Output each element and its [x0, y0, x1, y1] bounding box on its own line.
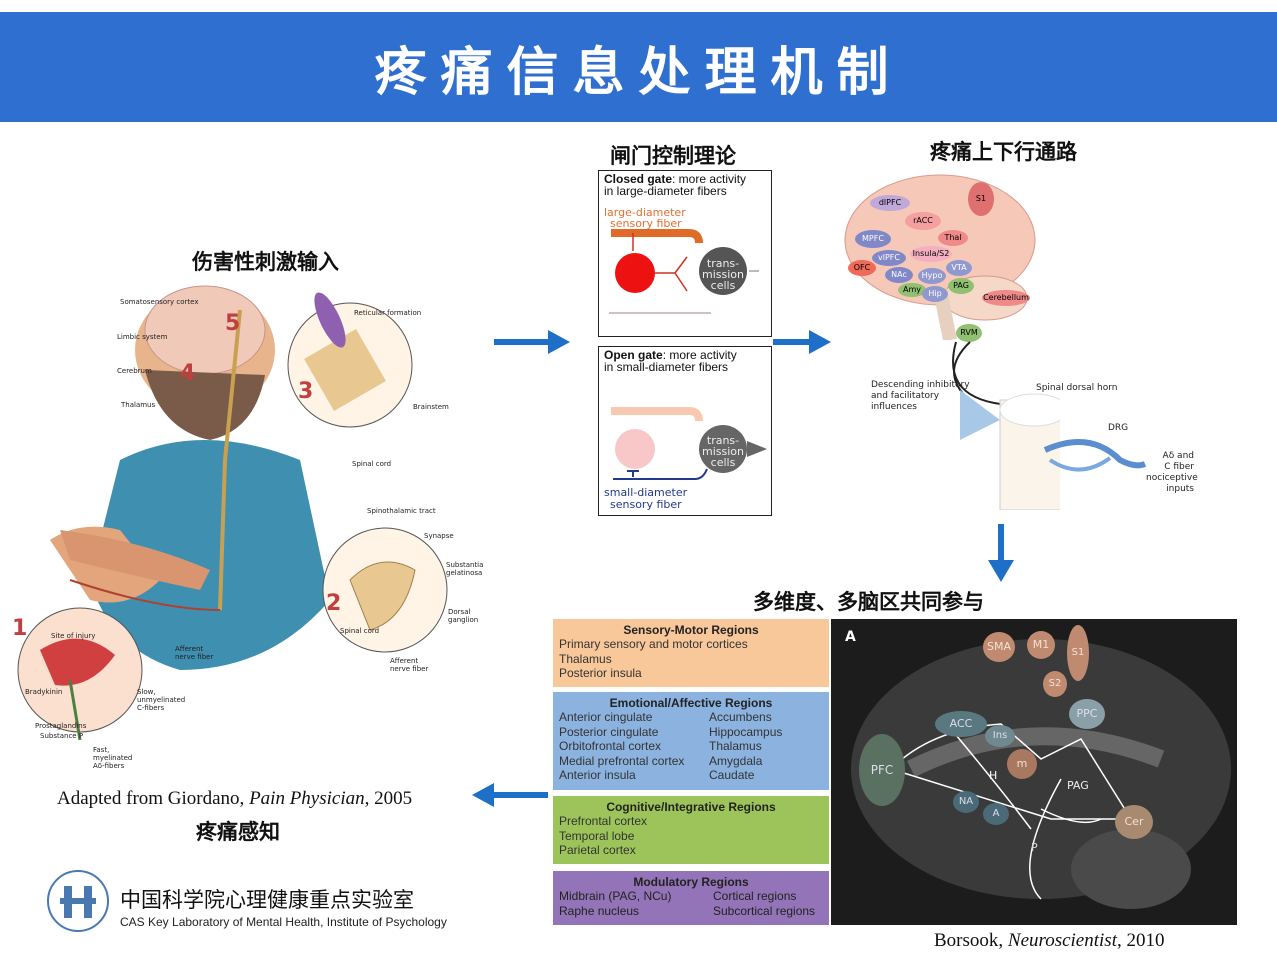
cognitive-box: Cognitive/Integrative Regions Prefrontal…: [553, 796, 829, 864]
label-bradykinin: Bradykinin: [25, 688, 63, 696]
region-dlpfc: dlPFC: [870, 195, 910, 211]
afferent-pathway: [69, 579, 221, 611]
node-s2: S2: [1043, 671, 1067, 697]
label-somatosensory: Somatosensory cortex: [120, 298, 199, 306]
region-s1: S1: [968, 182, 994, 216]
forearm-shape: [60, 530, 210, 590]
node-pfc: PFC: [859, 734, 905, 806]
beard-shape: [145, 370, 265, 440]
label-synapse: Synapse: [424, 532, 454, 540]
lab-name-en: CAS Key Laboratory of Mental Health, Ins…: [120, 915, 447, 929]
step-5-marker: 5: [225, 311, 240, 336]
node-acc: ACC: [935, 711, 987, 737]
node-cer: Cer: [1115, 805, 1153, 839]
transmission-cells-open: [699, 425, 747, 473]
label-slow-fibers: Slow, unmyelinated C-fibers: [137, 688, 186, 712]
region-rvm: RVM: [956, 324, 982, 342]
region-amy: Amy: [898, 283, 926, 297]
region-insula: Insula/S2: [910, 246, 952, 262]
node-na: NA: [953, 791, 979, 813]
step-3-marker: 3: [298, 379, 313, 404]
borsook-citation: Borsook, Neuroscientist, 2010: [934, 930, 1165, 951]
drg-fiber: [1043, 439, 1147, 472]
step-4-marker: 4: [180, 361, 195, 386]
spinal-pathway: [218, 309, 242, 611]
lab-logo: [47, 870, 109, 932]
label-spinothalamic: Spinothalamic tract: [367, 507, 436, 515]
mri-panel-letter: A: [845, 629, 856, 645]
node-pag: PAG: [1067, 779, 1089, 792]
gate-cell-open: [615, 429, 655, 469]
arrow-to-pathway: [773, 330, 831, 354]
open-gate-box: Open gate: more activity in small-diamet…: [598, 346, 772, 516]
node-m: m: [1007, 749, 1037, 779]
region-nac: NAc: [885, 267, 913, 283]
label-site-of-injury: Site of injury: [51, 632, 96, 640]
region-ofc: OFC: [848, 260, 876, 276]
title-banner: [0, 12, 1277, 122]
region-vta: VTA: [946, 260, 972, 276]
label-thalamus: Thalamus: [121, 401, 156, 409]
arrow-to-perception: [472, 783, 548, 807]
mri-panel: A SMA M1 S1 S2 PPC ACC Ins m PFC H PAG N…: [831, 619, 1237, 925]
node-a: A: [983, 803, 1009, 825]
label-substantia: Substantia gelatinosa: [446, 561, 484, 577]
drg-label: DRG: [1108, 423, 1129, 433]
label-brainstem: Brainstem: [413, 403, 449, 411]
closed-gate-box: Closed gate: more activity in large-diam…: [598, 170, 772, 337]
region-vlpfc: vlPFC: [872, 250, 906, 266]
label-spinal-cord-2: Spinal cord: [340, 627, 380, 635]
nociception-illustration: 5 4 3 2 1: [12, 285, 448, 741]
region-pag: PAG: [948, 278, 974, 294]
arrow-down-to-multi: [988, 524, 1014, 582]
region-hypo: Hypo: [918, 268, 946, 284]
page-title: 疼痛信息处理机制: [374, 43, 903, 103]
node-p: P: [1031, 841, 1038, 854]
transmission-cells-closed: [699, 247, 747, 295]
arrow-to-gate: [494, 330, 570, 354]
gate-cell-closed: [615, 253, 655, 293]
pain-perception-caption: 疼痛感知: [196, 820, 280, 844]
node-s1: S1: [1067, 625, 1089, 681]
dorsal-horn-label: Spinal dorsal horn: [1036, 383, 1118, 393]
label-limbic: Limbic system: [117, 333, 168, 341]
node-ppc: PPC: [1069, 699, 1105, 729]
node-ins: Ins: [985, 725, 1015, 747]
shirt-shape: [90, 440, 330, 670]
sensory-motor-box: Sensory-Motor Regions Primary sensory an…: [553, 619, 829, 687]
label-spinal-cord: Spinal cord: [352, 460, 392, 468]
modulatory-box: Modulatory Regions Midbrain (PAG, NCu) R…: [553, 871, 829, 925]
label-dorsal-ganglion: Dorsal ganglion: [448, 608, 479, 624]
emotional-box: Emotional/Affective Regions Anterior cin…: [553, 692, 829, 790]
label-fast-fibers: Fast, myelinated Aδ-fibers: [93, 746, 133, 770]
region-mpfc: MPFC: [855, 230, 891, 248]
label-reticular: Reticular formation: [354, 309, 422, 317]
label-afferent-2: Afferent nerve fiber: [390, 657, 429, 673]
label-prostaglandins: Prostaglandins: [35, 722, 87, 730]
giordano-citation: Adapted from Giordano, Pain Physician, 2…: [57, 788, 413, 809]
spinal-diagram: [952, 341, 1060, 510]
multi-region-caption: 多维度、多脑区共同参与: [753, 590, 984, 614]
step-1-marker: 1: [12, 616, 27, 641]
pathway-caption: 疼痛上下行通路: [930, 140, 1077, 164]
label-cerebrum: Cerebrum: [117, 367, 152, 375]
gate-control-caption: 闸门控制理论: [610, 144, 736, 168]
node-m1: M1: [1027, 631, 1055, 659]
step-2-marker: 2: [326, 591, 341, 616]
nociceptive-input-caption: 伤害性刺激输入: [192, 250, 339, 274]
node-sma: SMA: [983, 632, 1015, 662]
lab-name-cn: 中国科学院心理健康重点实验室: [120, 888, 414, 912]
label-afferent-1: Afferent nerve fiber: [175, 645, 214, 661]
label-substance-p: Substance P: [40, 732, 84, 740]
region-racc: rACC: [905, 212, 941, 230]
node-h: H: [989, 769, 998, 782]
region-cerebellum: Cerebellum: [982, 290, 1030, 306]
region-thal: Thal: [938, 230, 968, 246]
region-hip: Hip: [922, 286, 948, 302]
